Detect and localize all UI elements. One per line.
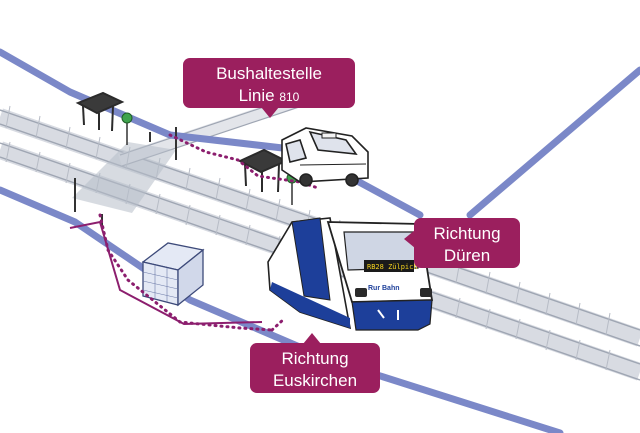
road-right [466,66,640,219]
callout-tail [303,333,321,344]
callout-bus-line-number: 810 [279,90,300,104]
callout-direction-dueren: Richtung Düren [404,218,520,268]
callout-bus-line-prefix: Linie [238,86,275,105]
destination-display [364,260,414,272]
station-building-icon [141,242,205,307]
callout-dueren-line2: Düren [443,246,491,265]
bus-shelter-icon [75,91,125,132]
destination-display-text: RB28 Zülpich [367,263,418,271]
train-icon: RB28 Zülpich Rur Bahn [267,217,434,331]
callout-dueren-line1: Richtung [433,224,501,243]
callout-direction-euskirchen: Richtung Euskirchen [250,333,380,393]
callout-bus-stop-line: Linie 810 [193,85,345,108]
callout-bus-stop-title: Bushaltestelle [216,64,322,83]
bus-shelter-icon [237,148,289,193]
callout-euskirchen-line1: Richtung [281,349,349,368]
minibus-icon [281,127,369,187]
train-logo: Rur Bahn [368,285,400,292]
callout-tail [404,230,415,248]
callout-bus-stop: Bushaltestelle Linie 810 [183,58,355,118]
bus-stop-sign-icon [121,112,133,145]
callout-euskirchen-line2: Euskirchen [272,371,358,390]
callout-tail [261,107,279,118]
road-lower [0,186,564,433]
